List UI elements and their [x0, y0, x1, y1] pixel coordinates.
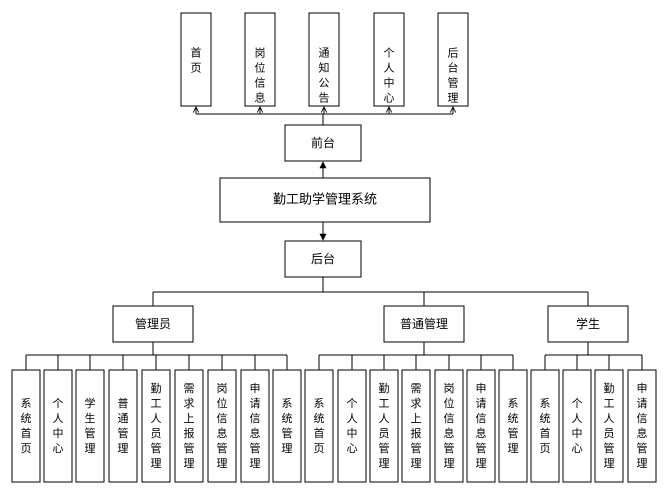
- role-2-module-7-box: [498, 369, 528, 483]
- role-3-module-1: 系统首页: [530, 369, 560, 483]
- role-3-module-4-box: [627, 369, 657, 483]
- role-1-module-1-label: 系统首页: [21, 397, 32, 455]
- role-2-module-5-label: 岗位信息管理: [444, 382, 455, 470]
- role-2-module-1-box: [304, 369, 334, 483]
- role-3-module-2-box: [562, 369, 592, 483]
- role-1-module-5-label: 勤工人员管理: [151, 382, 162, 470]
- role-1-box: [112, 305, 194, 343]
- role-2-module-4: 需求上报管理: [401, 369, 431, 483]
- role-3-module-4-label: 申请信息管理: [637, 382, 648, 470]
- role-1-module-7-box: [207, 369, 237, 483]
- role-1-module-1-box: [11, 369, 41, 483]
- frontend-page-2-label: 岗位信息: [255, 47, 266, 105]
- role-3-module-2-label: 个人中心: [572, 397, 583, 455]
- role-1-module-7: 岗位信息管理: [207, 369, 237, 483]
- role-3-module-3-box: [594, 369, 624, 483]
- role-1-module-5: 勤工人员管理: [141, 369, 171, 483]
- role-1-module-4: 普通管理: [108, 369, 138, 483]
- role-2-module-3-box: [369, 369, 399, 483]
- role-1-module-1: 系统首页: [11, 369, 41, 483]
- role-1-module-3-label: 学生管理: [85, 396, 96, 455]
- role-1-module-6-box: [174, 369, 204, 483]
- role-1-module-5-box: [141, 369, 171, 483]
- role-2-box: [383, 305, 465, 343]
- role-3-box: [547, 305, 629, 343]
- system-node-label: 勤工助学管理系统: [273, 192, 377, 208]
- frontend-node-box: [284, 124, 362, 162]
- role-1-module-9: 系统管理: [272, 369, 302, 483]
- role-1-label: 管理员: [135, 316, 171, 331]
- role-3-label: 学生: [576, 316, 600, 331]
- system-node-box: [219, 177, 431, 223]
- frontend-page-5: 后台管理: [437, 12, 469, 107]
- role-3-module-2: 个人中心: [562, 369, 592, 483]
- frontend-page-2-box: [244, 12, 276, 107]
- role-2-module-3: 勤工人员管理: [369, 369, 399, 483]
- frontend-page-1-box: [180, 12, 212, 107]
- role-2-module-6: 申请信息管理: [466, 369, 496, 483]
- role-3-module-4: 申请信息管理: [627, 369, 657, 483]
- role-2-module-7: 系统管理: [498, 369, 528, 483]
- role-3: 学生: [547, 305, 629, 343]
- frontend-page-3-label: 通知公告: [319, 47, 330, 105]
- role-1-module-3: 学生管理: [75, 369, 105, 483]
- frontend-page-3: 通知公告: [308, 12, 340, 107]
- frontend-page-2: 岗位信息: [244, 12, 276, 107]
- role-2-module-5: 岗位信息管理: [434, 369, 464, 483]
- role-1-module-4-label: 普通管理: [118, 396, 129, 455]
- role-2-module-1-label: 系统首页: [314, 397, 325, 455]
- role-1-module-3-box: [75, 369, 105, 483]
- role-1-module-8: 申请信息管理: [240, 369, 270, 483]
- role-2: 普通管理: [383, 305, 465, 343]
- role-1-module-6: 需求上报管理: [174, 369, 204, 483]
- frontend-page-3-box: [308, 12, 340, 107]
- system-node: 勤工助学管理系统: [219, 177, 431, 223]
- role-2-module-2-box: [337, 369, 367, 483]
- role-2-module-4-box: [401, 369, 431, 483]
- frontend-page-4-label: 个人中心: [384, 47, 395, 105]
- backend-node-label: 后台: [311, 251, 335, 266]
- role-2-module-4-label: 需求上报管理: [411, 382, 422, 470]
- role-2-module-3-label: 勤工人员管理: [379, 382, 390, 470]
- role-1-module-9-label: 系统管理: [282, 397, 293, 455]
- role-2-module-1: 系统首页: [304, 369, 334, 483]
- role-1-module-8-label: 申请信息管理: [250, 382, 261, 470]
- frontend-node-label: 前台: [311, 135, 335, 150]
- role-1-module-2-box: [43, 369, 73, 483]
- role-2-module-7-label: 系统管理: [508, 397, 519, 455]
- role-1-module-8-box: [240, 369, 270, 483]
- frontend-page-5-label: 后台管理: [448, 47, 459, 105]
- role-3-module-3: 勤工人员管理: [594, 369, 624, 483]
- frontend-page-4: 个人中心: [373, 12, 405, 107]
- role-1-module-2: 个人中心: [43, 369, 73, 483]
- role-2-module-6-box: [466, 369, 496, 483]
- frontend-page-4-box: [373, 12, 405, 107]
- role-1-module-2-label: 个人中心: [53, 397, 64, 455]
- role-2-module-5-box: [434, 369, 464, 483]
- frontend-node: 前台: [284, 124, 362, 162]
- role-2-label: 普通管理: [400, 316, 448, 331]
- frontend-page-5-box: [437, 12, 469, 107]
- role-3-module-3-label: 勤工人员管理: [604, 382, 615, 470]
- role-1-module-7-label: 岗位信息管理: [217, 382, 228, 470]
- role-1-module-4-box: [108, 369, 138, 483]
- role-1-module-6-label: 需求上报管理: [184, 382, 195, 470]
- role-3-module-1-label: 系统首页: [540, 397, 551, 455]
- backend-node: 后台: [284, 240, 362, 278]
- role-2-module-6-label: 申请信息管理: [476, 382, 487, 470]
- role-1-module-9-box: [272, 369, 302, 483]
- role-2-module-2-label: 个人中心: [347, 397, 358, 455]
- role-2-module-2: 个人中心: [337, 369, 367, 483]
- frontend-page-1: 首页: [180, 12, 212, 107]
- role-3-module-1-box: [530, 369, 560, 483]
- role-1: 管理员: [112, 305, 194, 343]
- frontend-page-1-label: 首页: [191, 46, 202, 75]
- backend-node-box: [284, 240, 362, 278]
